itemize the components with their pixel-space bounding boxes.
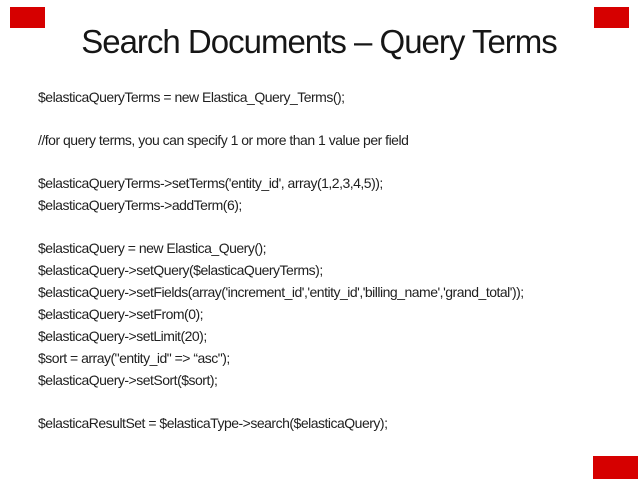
code-block: $elasticaQueryTerms = new Elastica_Query… xyxy=(38,86,638,108)
code-line: $elasticaQueryTerms->setTerms('entity_id… xyxy=(38,175,383,191)
red-marker-top-right xyxy=(594,7,629,28)
code-line: $elasticaQueryTerms = new Elastica_Query… xyxy=(38,89,345,105)
code-block: $elasticaQuery = new Elastica_Query(); $… xyxy=(38,237,638,391)
code-line: $elasticaQuery->setQuery($elasticaQueryT… xyxy=(38,262,323,278)
code-area: $elasticaQueryTerms = new Elastica_Query… xyxy=(38,86,638,434)
code-block: $elasticaQueryTerms->setTerms('entity_id… xyxy=(38,172,638,216)
code-line: $elasticaQueryTerms->addTerm(6); xyxy=(38,197,242,213)
code-block: //for query terms, you can specify 1 or … xyxy=(38,129,638,151)
code-comment-line: //for query terms, you can specify 1 or … xyxy=(38,132,409,148)
code-line: $elasticaQuery = new Elastica_Query(); xyxy=(38,240,267,256)
code-line: $sort = array("entity_id" => “asc"); xyxy=(38,350,230,366)
red-marker-bottom-right xyxy=(593,456,638,479)
slide-title: Search Documents – Query Terms xyxy=(81,23,558,60)
code-line: $elasticaQuery->setFrom(0); xyxy=(38,306,204,322)
code-block: $elasticaResultSet = $elasticaType->sear… xyxy=(38,412,638,434)
code-line: $elasticaQuery->setFields(array('increme… xyxy=(38,284,524,300)
code-line: $elasticaQuery->setLimit(20); xyxy=(38,328,207,344)
red-marker-top-left xyxy=(10,7,45,28)
code-line: $elasticaQuery->setSort($sort); xyxy=(38,372,218,388)
code-line: $elasticaResultSet = $elasticaType->sear… xyxy=(38,415,388,431)
